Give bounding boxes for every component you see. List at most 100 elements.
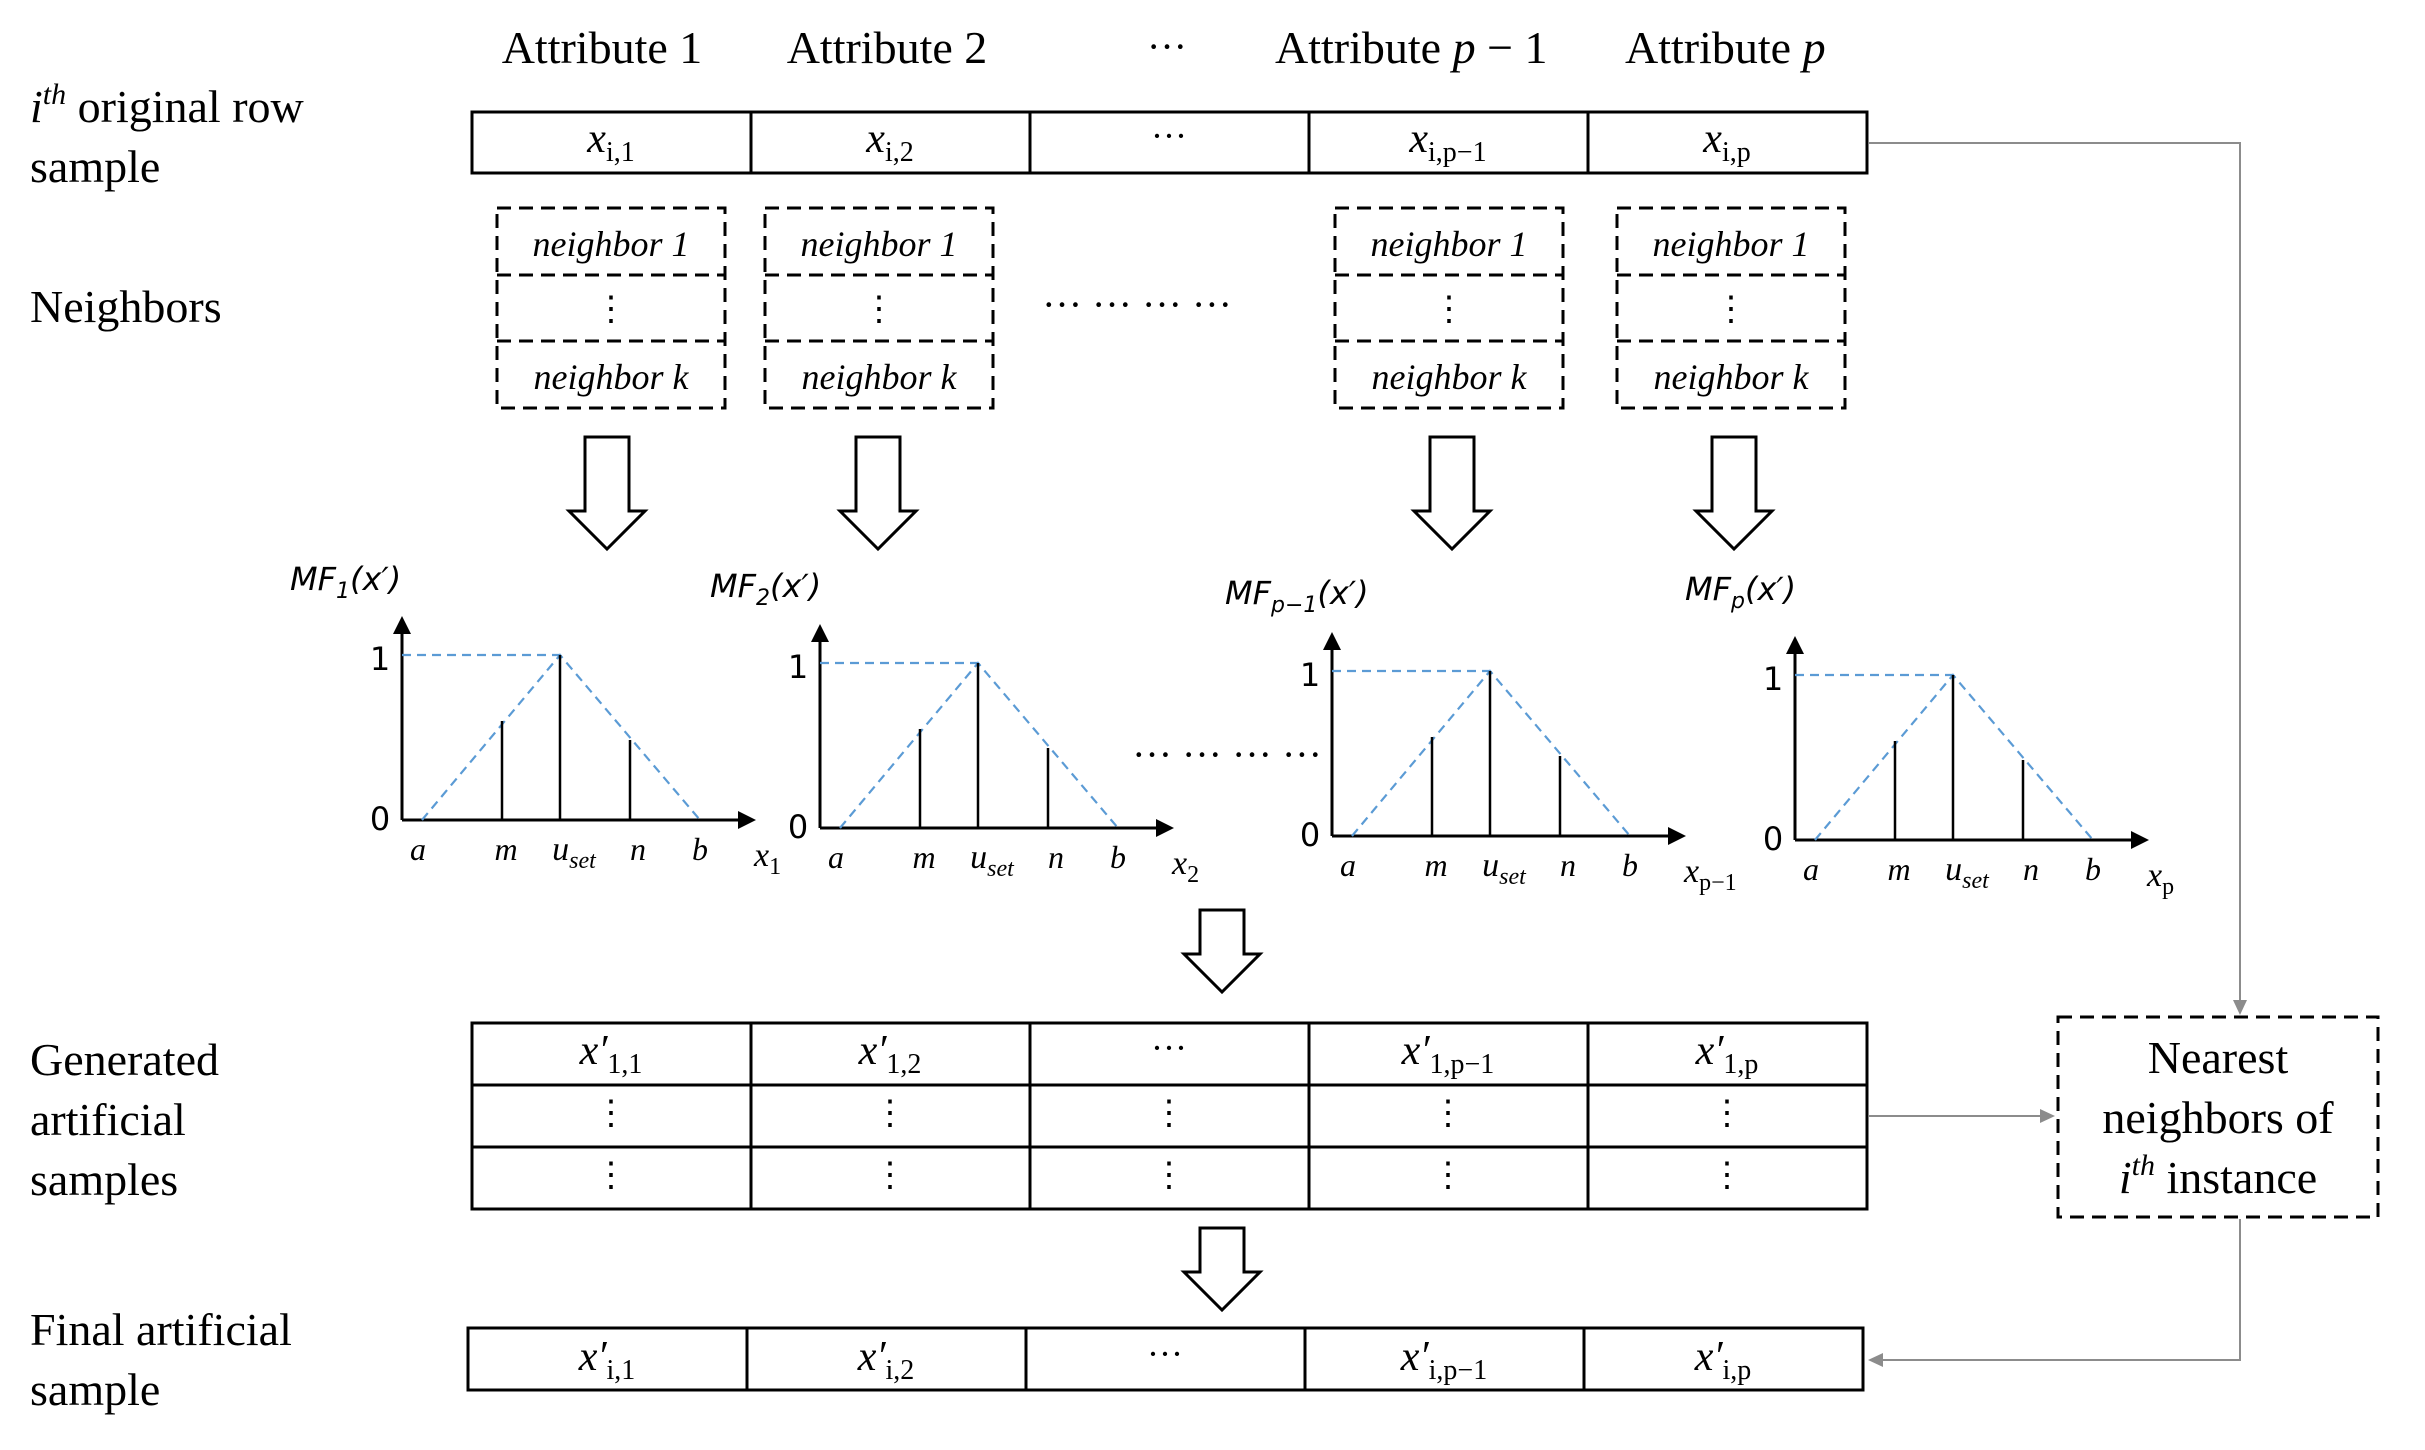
mf-x-tick-n: n <box>630 831 646 867</box>
mf-y-tick-0: 0 <box>1763 820 1783 858</box>
mf-x-tick-a: a <box>1340 847 1356 883</box>
attribute-p-header: Attribute p <box>1625 22 1826 73</box>
neighbor-box-3: neighbor 1⋮neighbor k <box>1333 206 1565 410</box>
down-arrows-neighbors <box>565 435 1776 552</box>
mf-x-axis-label: xp−1 <box>1683 853 1737 896</box>
mf-y-axis-arrowhead <box>393 616 411 634</box>
final-row-cell-ellipsis: ··· <box>1147 1334 1183 1374</box>
original-row-cell-4: xi,p−1 <box>1408 116 1486 168</box>
down-arrow-3 <box>1410 435 1494 552</box>
original-row-cell-ellipsis: ··· <box>1151 116 1187 156</box>
nearest-line2: neighbors of <box>2102 1092 2334 1143</box>
neighbor-box-1: neighbor 1⋮neighbor k <box>495 206 727 410</box>
mf-y-tick-1: 1 <box>1300 656 1320 694</box>
generated-row-3-vdots: ⋮ <box>594 1157 628 1194</box>
neighbors-label: Neighbors <box>30 281 222 332</box>
mf-x-tick-n: n <box>1560 847 1576 883</box>
neighbor-1-label: neighbor 1 <box>533 224 690 264</box>
mf-x-axis-arrowhead <box>738 811 756 829</box>
mf-x-tick-m: m <box>494 831 517 867</box>
generated-label-line1: Generated <box>30 1034 219 1085</box>
final-row-cell-4: x′i,p−1 <box>1400 1334 1487 1386</box>
original-row-cell-2: xi,2 <box>865 116 913 168</box>
mf-y-axis-label: MF1(x′) <box>290 560 401 604</box>
mf-y-tick-0: 0 <box>370 800 390 838</box>
neighbor-k-label: neighbor k <box>802 357 958 397</box>
neighbor-vdots: ⋮ <box>1432 291 1466 328</box>
charts-ellipsis: ··· ··· ··· ··· <box>1132 732 1322 777</box>
generated-row-2-vdots: ⋮ <box>1152 1095 1186 1132</box>
mf-x-tick-m: m <box>1887 851 1910 887</box>
connectors <box>1868 142 2247 1367</box>
original-row-cell-5: xi,p <box>1702 116 1750 168</box>
generated-row-2-vdots: ⋮ <box>1710 1095 1744 1132</box>
nearest-neighbors-box: Nearest neighbors of ith instance <box>2056 1015 2380 1219</box>
mf-x-tick-b: b <box>1622 847 1638 883</box>
generated-row-3-vdots: ⋮ <box>1431 1157 1465 1194</box>
final-row-cell-5: x′i,p <box>1694 1334 1752 1386</box>
mf-x-tick-b: b <box>692 831 708 867</box>
final-row-cell-1: x′i,1 <box>578 1334 636 1386</box>
generated-label-line2: artificial <box>30 1094 186 1145</box>
original-row-table: xi,1 xi,2 ··· xi,p−1 xi,p <box>470 110 1869 175</box>
neighbor-box-4: neighbor 1⋮neighbor k <box>1615 206 1847 410</box>
generated-label-line3: samples <box>30 1154 178 1205</box>
mf-x-tick-a: a <box>410 831 426 867</box>
mf-x-tick-uset: uset <box>552 831 597 874</box>
final-row-frame <box>466 1326 1865 1392</box>
mf-x-tick-b: b <box>2085 851 2101 887</box>
mf-x-tick-a: a <box>1803 851 1819 887</box>
generated-row-2-vdots: ⋮ <box>873 1095 907 1132</box>
generated-row-cell-ellipsis: ··· <box>1151 1028 1187 1068</box>
attribute-p-minus-1-header: Attribute p − 1 <box>1275 22 1548 73</box>
final-label-line1: Final artificial <box>30 1304 292 1355</box>
neighbors-ellipsis: ··· ··· ··· ··· <box>1042 282 1232 327</box>
mf-y-tick-1: 1 <box>370 640 390 678</box>
down-arrow-final <box>1180 1226 1264 1313</box>
generated-row-3-vdots: ⋮ <box>1710 1157 1744 1194</box>
mf-x-axis-arrowhead <box>1156 819 1174 837</box>
mf-x-tick-m: m <box>912 839 935 875</box>
original-row-cell-1: xi,1 <box>586 116 634 168</box>
down-arrow-to-final <box>1180 1226 1264 1313</box>
neighbor-1-label: neighbor 1 <box>801 224 958 264</box>
neighbor-1-label: neighbor 1 <box>1653 224 1810 264</box>
nearest-line1: Nearest <box>2148 1032 2289 1083</box>
mf-y-axis-label: MFp−1(x′) <box>1225 574 1369 618</box>
generated-row-cell-5: x′1,p <box>1695 1028 1759 1080</box>
row-labels: ith original row sample Neighbors Genera… <box>30 78 305 1415</box>
down-arrow-1 <box>565 435 649 552</box>
neighbor-k-label: neighbor k <box>1372 357 1528 397</box>
generated-row-3-vdots: ⋮ <box>1152 1157 1186 1194</box>
mf-x-tick-b: b <box>1110 839 1126 875</box>
generated-row-3-vdots: ⋮ <box>873 1157 907 1194</box>
neighbor-vdots: ⋮ <box>594 291 628 328</box>
connector-original-to-nearest <box>1869 142 2241 1010</box>
mf-y-tick-0: 0 <box>1300 816 1320 854</box>
mf-y-axis-label: MF2(x′) <box>710 567 821 611</box>
mf-x-tick-uset: uset <box>1945 851 1990 894</box>
connector-arrowhead-2 <box>2040 1109 2055 1123</box>
mf-x-axis-arrowhead <box>1668 827 1686 845</box>
connector-arrowhead-3 <box>1868 1353 1883 1367</box>
generated-row-cell-2: x′1,2 <box>858 1028 922 1080</box>
mf-y-tick-1: 1 <box>1763 660 1783 698</box>
mf-x-tick-uset: uset <box>1482 847 1527 890</box>
mf-y-tick-0: 0 <box>788 808 808 846</box>
final-label-line2: sample <box>30 1364 160 1415</box>
down-arrow-2 <box>836 435 920 552</box>
generated-table-frame <box>470 1021 1869 1211</box>
connector-nearest-to-final <box>1878 1219 2241 1361</box>
generated-row-cell-1: x′1,1 <box>579 1028 643 1080</box>
nearest-neighbors-frame <box>2056 1015 2380 1219</box>
mf-x-axis-arrowhead <box>2131 831 2149 849</box>
connector-arrowhead-1 <box>2233 1000 2247 1015</box>
nearest-line3: ith instance <box>2119 1149 2317 1203</box>
